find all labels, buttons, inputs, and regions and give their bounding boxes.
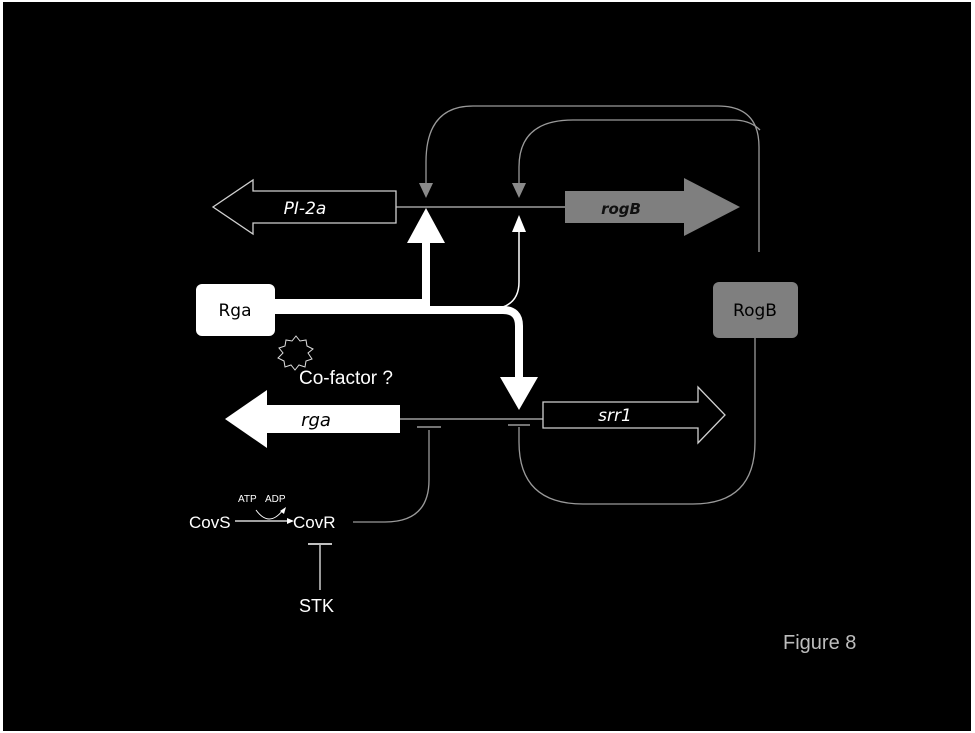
gene-rga: rga [225, 390, 400, 448]
protein-rogb-label: RogB [733, 301, 777, 321]
protein-rga: Rga [196, 284, 275, 336]
stk-label: STK [299, 596, 334, 616]
atp-label: ATP [238, 494, 257, 505]
rogb-to-srr1-loop [518, 338, 756, 505]
rga-to-rogb-path [502, 230, 520, 308]
gene-rogb: rogB [565, 178, 740, 236]
rga-to-pi2a-path [275, 234, 430, 307]
regulatory-network-diagram: PI-2a rogB rga srr1 Rga [189, 105, 856, 654]
gene-rga-label: rga [301, 410, 331, 431]
atp-adp-curve [255, 509, 284, 520]
adp-label: ADP [265, 494, 286, 505]
rogb-feedback-loop-pi2a [425, 105, 760, 252]
gene-pi2a-label: PI-2a [284, 199, 327, 219]
rga-to-srr1-path [275, 306, 523, 380]
rogb-arrowhead-pi2a [419, 183, 433, 198]
rga-activation-arrowhead-rogb [512, 215, 526, 232]
gene-srr1-label: srr1 [598, 406, 632, 426]
protein-rga-label: Rga [218, 301, 251, 321]
rogb-arrowhead-rogb [512, 183, 526, 198]
covr-to-rga-path [353, 430, 430, 523]
covr-label: CovR [293, 513, 336, 532]
figure-label: Figure 8 [783, 632, 856, 654]
covs-label: CovS [189, 513, 231, 532]
rogb-feedback-loop-rogb [518, 119, 761, 184]
covs-to-covr-arrowhead [287, 518, 294, 524]
gene-rogb-label: rogB [601, 200, 641, 218]
protein-rogb: RogB [713, 282, 798, 338]
rga-activation-arrowhead-pi2a [407, 208, 445, 243]
slide-background: PI-2a rogB rga srr1 Rga [3, 2, 971, 731]
gene-pi2a: PI-2a [211, 178, 397, 236]
cofactor-star-icon [277, 335, 314, 371]
cofactor-label: Co-factor ? [299, 368, 393, 389]
gene-srr1: srr1 [542, 385, 726, 445]
rga-activation-arrowhead-srr1 [500, 377, 538, 410]
atp-adp-arrowhead [280, 507, 286, 514]
